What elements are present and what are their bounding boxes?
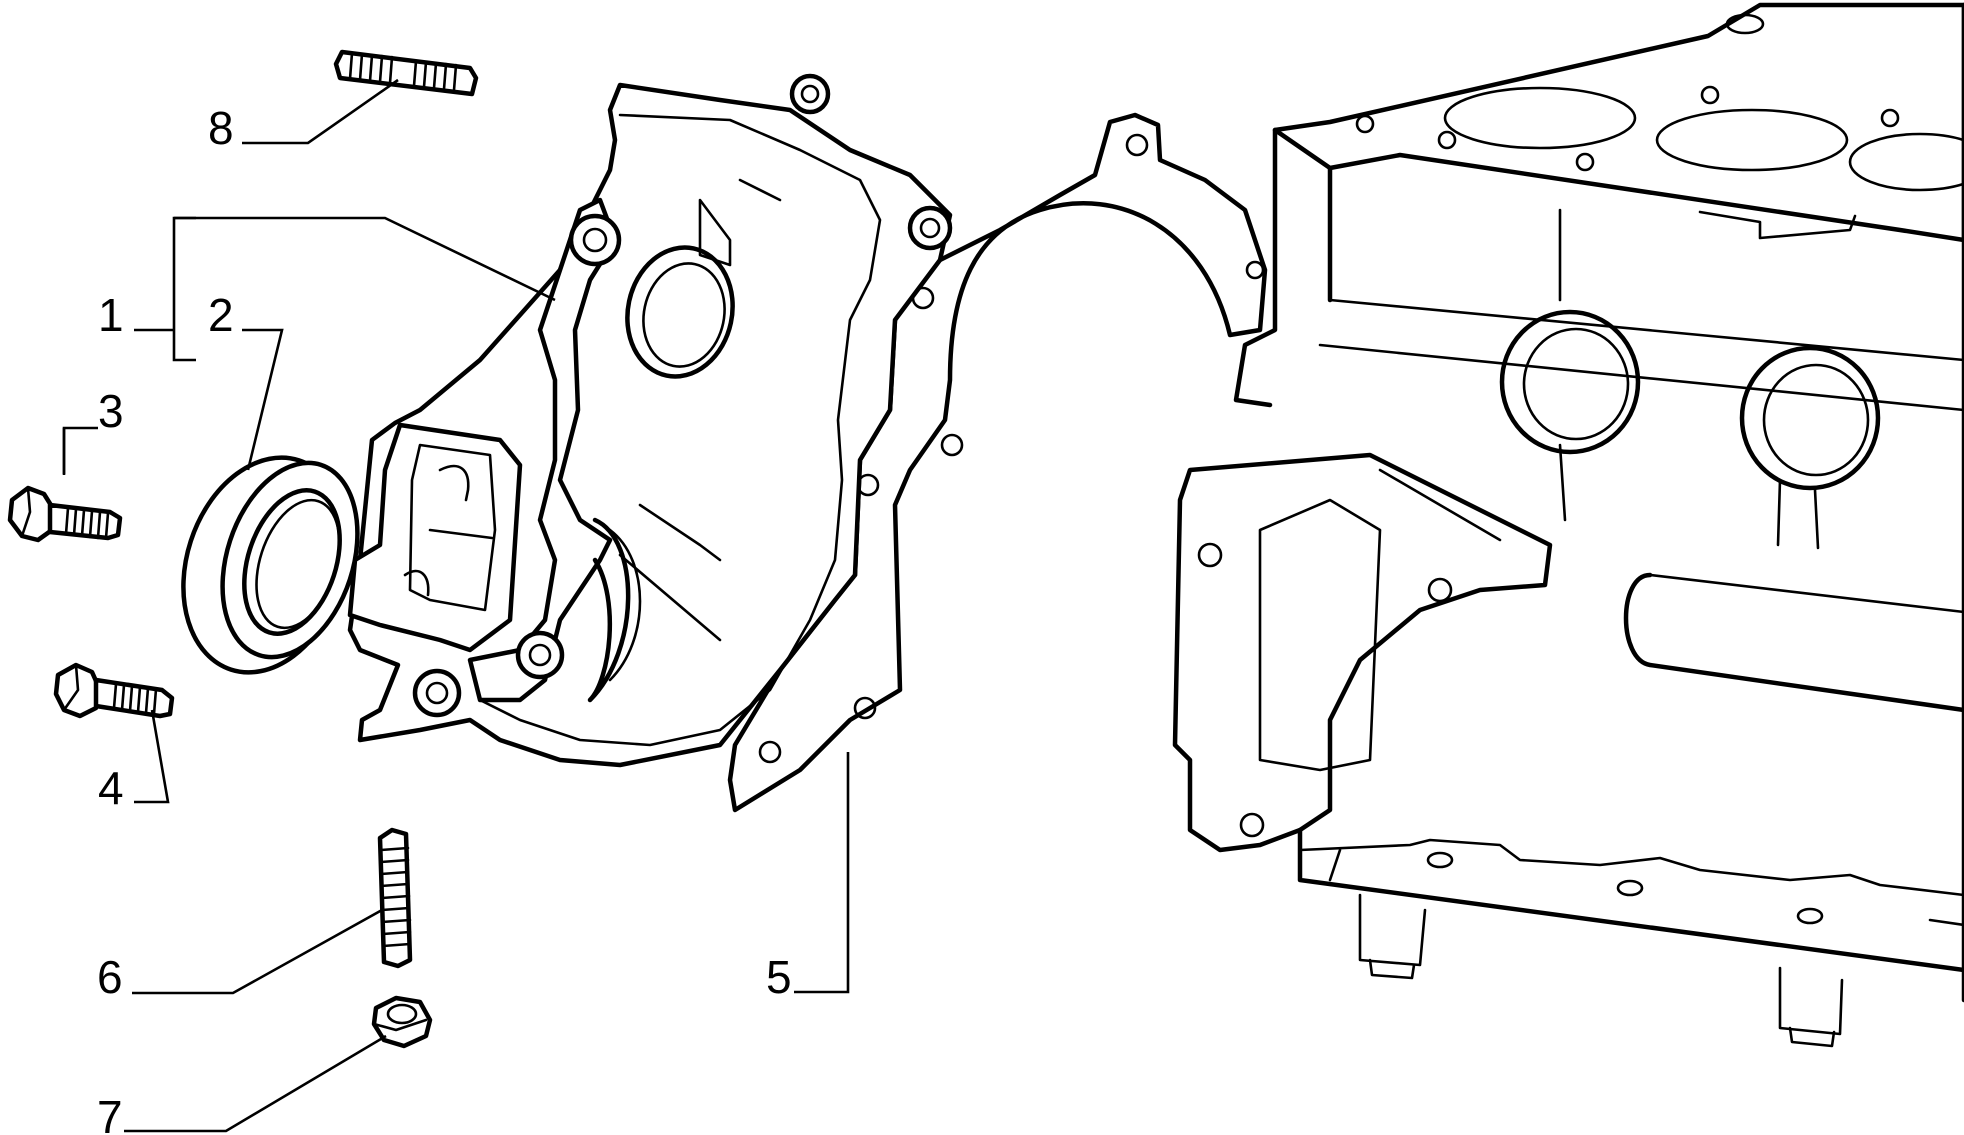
leader-lines: [62, 78, 850, 1133]
callout-8: 8: [208, 102, 234, 154]
oil-seal: [181, 455, 360, 675]
stud-part-8: [333, 49, 479, 97]
bolt-part-3: [7, 485, 123, 543]
timing-cover: [347, 73, 953, 768]
callout-2: 2: [208, 289, 234, 341]
callout-4: 4: [98, 762, 124, 814]
callout-7: 7: [97, 1091, 123, 1135]
nut-part-7: [371, 995, 433, 1049]
stud-part-6: [377, 827, 413, 969]
bolt-part-4: [53, 662, 175, 719]
engine-block: [1172, 2, 1964, 1048]
callout-5: 5: [766, 951, 792, 1003]
callout-6: 6: [97, 951, 123, 1003]
callout-labels: 1 2 3 4 5 6 7 8: [97, 102, 792, 1135]
callout-3: 3: [98, 385, 124, 437]
callout-1: 1: [98, 289, 124, 341]
cover-gasket: [727, 112, 1268, 813]
